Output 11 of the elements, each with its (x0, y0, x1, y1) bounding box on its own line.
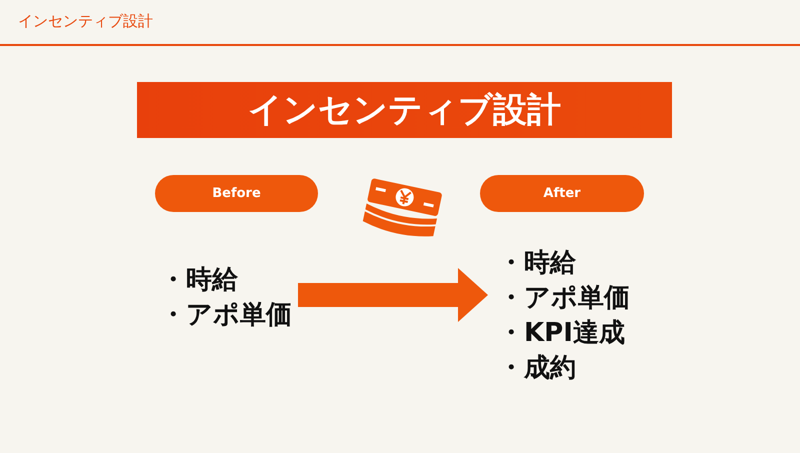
list-item: ・時給 (498, 247, 576, 280)
block-arrow (298, 268, 488, 322)
list-item: ・KPI達成 (498, 317, 625, 350)
label-pill: After (480, 175, 644, 212)
list-item: ・成約 (498, 352, 576, 385)
label-pill: Before (155, 175, 318, 212)
header-title: インセンティブ設計 (18, 12, 153, 31)
title-banner: インセンティブ設計 (137, 82, 672, 138)
list-item: ・アポ単価 (498, 282, 630, 315)
list-item: ・アポ単価 (160, 299, 292, 332)
list-item: ・時給 (160, 264, 238, 297)
